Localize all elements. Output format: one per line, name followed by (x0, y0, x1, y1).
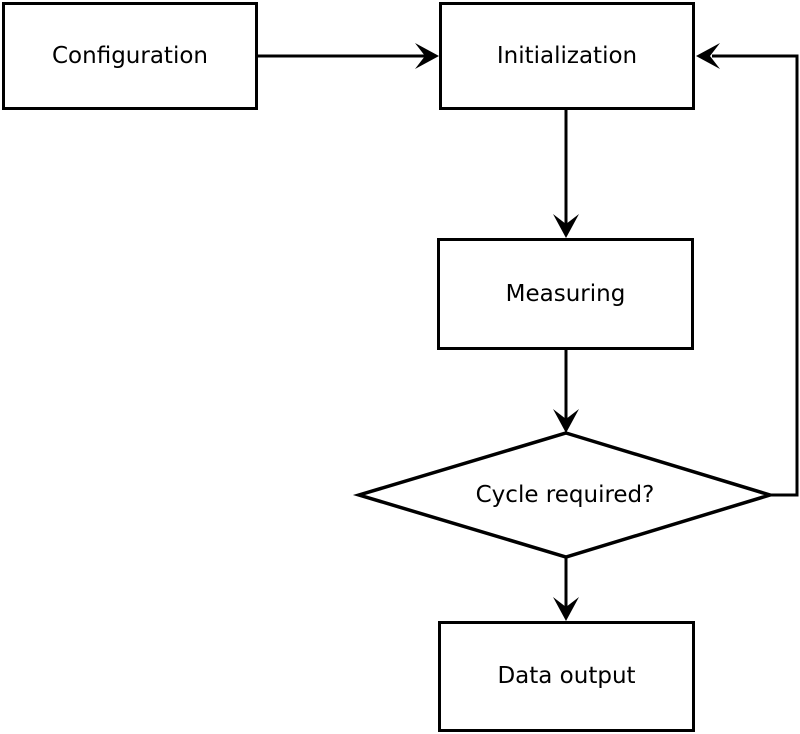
node-initialization-label: Initialization (496, 42, 638, 69)
arrowhead-into-data-output-top (553, 597, 579, 621)
node-data-output: Data output (438, 621, 695, 732)
node-measuring: Measuring (437, 238, 694, 350)
arrowhead-into-initialization-right (696, 43, 720, 69)
node-configuration-label: Configuration (52, 42, 208, 69)
node-cycle-required-decision: Cycle required? (398, 472, 732, 518)
node-data-output-label: Data output (497, 663, 636, 689)
arrowhead-into-measuring-top (553, 214, 579, 238)
arrowhead-into-diamond-top (553, 409, 579, 433)
edge-cycle-required-to-initialization-loop (712, 54, 799, 497)
node-configuration: Configuration (2, 2, 258, 110)
node-measuring-label: Measuring (505, 280, 626, 307)
node-initialization: Initialization (439, 2, 695, 110)
arrowhead-into-initialization-left (415, 43, 439, 69)
node-cycle-required-label: Cycle required? (475, 481, 655, 508)
